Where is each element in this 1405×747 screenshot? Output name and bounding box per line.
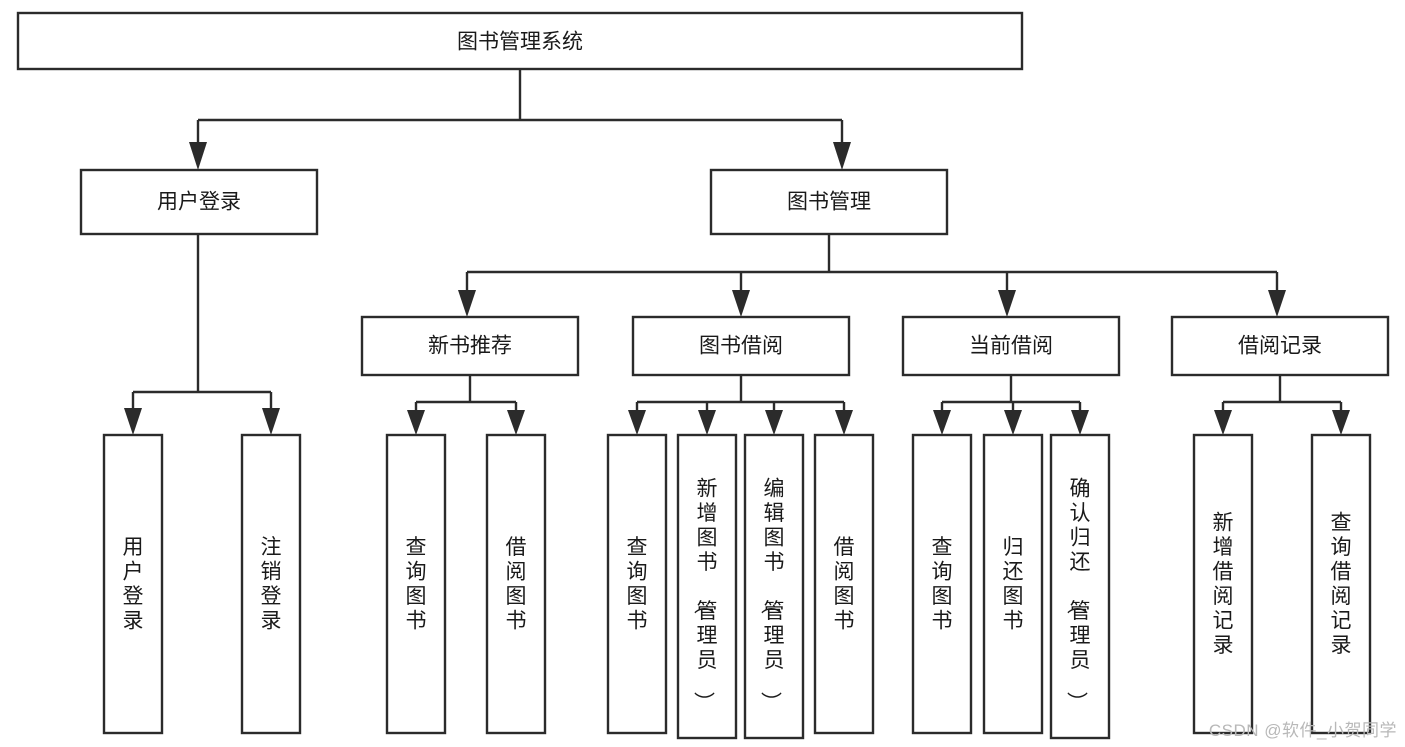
node-new-book-recommend-label: 新书推荐 bbox=[428, 335, 512, 358]
node-new-book-recommend[interactable]: 新书推荐 bbox=[360, 315, 580, 377]
node-leaf-edit-book-admin-box[interactable] bbox=[743, 433, 805, 740]
node-leaf-query-book-3-label: 查询图书 bbox=[932, 536, 953, 633]
arrow-ul-to-leaf-logout-login bbox=[262, 408, 280, 435]
node-book-management[interactable]: 图书管理 bbox=[709, 168, 949, 236]
node-borrow-record-box[interactable] bbox=[1170, 315, 1390, 377]
node-book-borrow[interactable]: 图书借阅 bbox=[631, 315, 851, 377]
connector-group-current-borrow bbox=[933, 375, 1089, 435]
arrow-nbr-to-leaf-query-book-1 bbox=[407, 410, 425, 435]
node-root-box[interactable] bbox=[16, 11, 1024, 71]
node-leaf-return-book-box[interactable] bbox=[982, 433, 1044, 735]
node-leaf-borrow-book-2[interactable]: 借阅图书 bbox=[813, 433, 875, 735]
connector-group-root bbox=[189, 69, 851, 170]
connector-bb-trunk bbox=[635, 375, 846, 414]
node-borrow-record[interactable]: 借阅记录 bbox=[1170, 315, 1390, 377]
node-book-management-label: 图书管理 bbox=[787, 191, 871, 214]
node-leaf-query-borrow-record[interactable]: 查询借阅记录 bbox=[1310, 433, 1372, 735]
connector-cb-trunk bbox=[940, 375, 1082, 414]
node-user-login[interactable]: 用户登录 bbox=[79, 168, 319, 236]
node-leaf-borrow-book-1-box[interactable] bbox=[485, 433, 547, 735]
node-leaf-borrow-book-2-box[interactable] bbox=[813, 433, 875, 735]
node-current-borrow-label: 当前借阅 bbox=[969, 335, 1053, 358]
leaf-node-layer: 用户登录 注销登录 查询图书 借阅图书 查询图书 新增图书（管理员） 编辑图书（管理员） 借阅… bbox=[102, 433, 1372, 740]
arrow-bm-to-borrow-record bbox=[1268, 290, 1286, 317]
connector-br-trunk bbox=[1221, 375, 1343, 414]
node-leaf-confirm-return-admin-label: 确认归还（管理员） bbox=[1065, 477, 1091, 712]
node-leaf-query-book-2[interactable]: 查询图书 bbox=[606, 433, 668, 735]
node-leaf-user-login[interactable]: 用户登录 bbox=[102, 433, 164, 735]
node-leaf-return-book-label: 归还图书 bbox=[1003, 536, 1024, 633]
arrow-cb-to-leaf-query-book-3 bbox=[933, 410, 951, 435]
node-book-management-box[interactable] bbox=[709, 168, 949, 236]
node-leaf-add-book-admin[interactable]: 新增图书（管理员） bbox=[676, 433, 738, 740]
arrow-bm-to-new-book-recommend bbox=[458, 290, 476, 317]
node-leaf-query-book-2-box[interactable] bbox=[606, 433, 668, 735]
arrow-bm-to-current-borrow bbox=[998, 290, 1016, 317]
node-leaf-add-book-admin-box[interactable] bbox=[676, 433, 738, 740]
connector-group-book-borrow bbox=[628, 375, 853, 435]
arrow-cb-to-leaf-confirm-return-admin bbox=[1071, 410, 1089, 435]
node-borrow-record-label: 借阅记录 bbox=[1238, 335, 1322, 358]
node-leaf-query-borrow-record-label: 查询借阅记录 bbox=[1331, 512, 1352, 658]
arrow-cb-to-leaf-return-book bbox=[1004, 410, 1022, 435]
node-leaf-user-login-box[interactable] bbox=[102, 433, 164, 735]
arrow-root-to-book-management bbox=[833, 142, 851, 170]
arrow-nbr-to-leaf-borrow-book-1 bbox=[507, 410, 525, 435]
node-leaf-query-book-1-label: 查询图书 bbox=[406, 536, 427, 633]
arrow-br-to-leaf-query-borrow-record bbox=[1332, 410, 1350, 435]
node-book-borrow-box[interactable] bbox=[631, 315, 851, 377]
node-current-borrow[interactable]: 当前借阅 bbox=[901, 315, 1121, 377]
node-leaf-query-book-1[interactable]: 查询图书 bbox=[385, 433, 447, 735]
node-current-borrow-box[interactable] bbox=[901, 315, 1121, 377]
node-leaf-query-book-3-box[interactable] bbox=[911, 433, 973, 735]
node-leaf-edit-book-admin-label: 编辑图书（管理员） bbox=[759, 477, 785, 712]
arrow-bb-to-leaf-query-book-2 bbox=[628, 410, 646, 435]
node-leaf-add-borrow-record-label: 新增借阅记录 bbox=[1213, 512, 1234, 658]
connector-group-new-book-recommend bbox=[407, 375, 525, 435]
node-leaf-add-borrow-record[interactable]: 新增借阅记录 bbox=[1192, 433, 1254, 735]
node-leaf-query-book-2-label: 查询图书 bbox=[627, 536, 648, 633]
arrow-bm-to-book-borrow bbox=[732, 290, 750, 317]
arrow-ul-to-leaf-user-login bbox=[124, 408, 142, 435]
node-leaf-borrow-book-1-label: 借阅图书 bbox=[506, 536, 527, 633]
node-leaf-logout-login[interactable]: 注销登录 bbox=[240, 433, 302, 735]
connector-group-user-login bbox=[124, 234, 280, 435]
node-book-borrow-label: 图书借阅 bbox=[699, 335, 783, 358]
node-leaf-logout-login-label: 注销登录 bbox=[261, 536, 282, 633]
node-leaf-return-book[interactable]: 归还图书 bbox=[982, 433, 1044, 735]
node-leaf-query-borrow-record-box[interactable] bbox=[1310, 433, 1372, 735]
connector-group-borrow-record bbox=[1214, 375, 1350, 435]
connector-ul-trunk bbox=[131, 234, 273, 412]
connector-root-trunk bbox=[196, 69, 844, 148]
connector-nbr-trunk bbox=[414, 375, 518, 414]
node-leaf-add-book-admin-label: 新增图书（管理员） bbox=[692, 477, 718, 712]
node-leaf-add-borrow-record-box[interactable] bbox=[1192, 433, 1254, 735]
node-root[interactable]: 图书管理系统 bbox=[16, 11, 1024, 71]
node-leaf-borrow-book-2-label: 借阅图书 bbox=[834, 536, 855, 633]
node-leaf-confirm-return-admin[interactable]: 确认归还（管理员） bbox=[1049, 433, 1111, 740]
node-leaf-logout-login-box[interactable] bbox=[240, 433, 302, 735]
csdn-watermark: CSDN @软件_小贺同学 bbox=[1208, 721, 1397, 740]
arrow-bb-to-leaf-borrow-book-2 bbox=[835, 410, 853, 435]
arrow-root-to-user-login bbox=[189, 142, 207, 170]
node-new-book-recommend-box[interactable] bbox=[360, 315, 580, 377]
node-user-login-label: 用户登录 bbox=[157, 191, 241, 214]
node-leaf-query-book-1-box[interactable] bbox=[385, 433, 447, 735]
node-leaf-confirm-return-admin-box[interactable] bbox=[1049, 433, 1111, 740]
node-leaf-user-login-label: 用户登录 bbox=[123, 536, 144, 633]
connector-bm-trunk bbox=[465, 234, 1279, 294]
arrow-bb-to-leaf-edit-book-admin bbox=[765, 410, 783, 435]
arrow-bb-to-leaf-add-book-admin bbox=[698, 410, 716, 435]
node-leaf-borrow-book-1[interactable]: 借阅图书 bbox=[485, 433, 547, 735]
node-root-label: 图书管理系统 bbox=[457, 31, 583, 54]
node-leaf-edit-book-admin[interactable]: 编辑图书（管理员） bbox=[743, 433, 805, 740]
node-user-login-box[interactable] bbox=[79, 168, 319, 236]
arrow-br-to-leaf-add-borrow-record bbox=[1214, 410, 1232, 435]
connector-group-book-management bbox=[458, 234, 1286, 317]
node-leaf-query-book-3[interactable]: 查询图书 bbox=[911, 433, 973, 735]
